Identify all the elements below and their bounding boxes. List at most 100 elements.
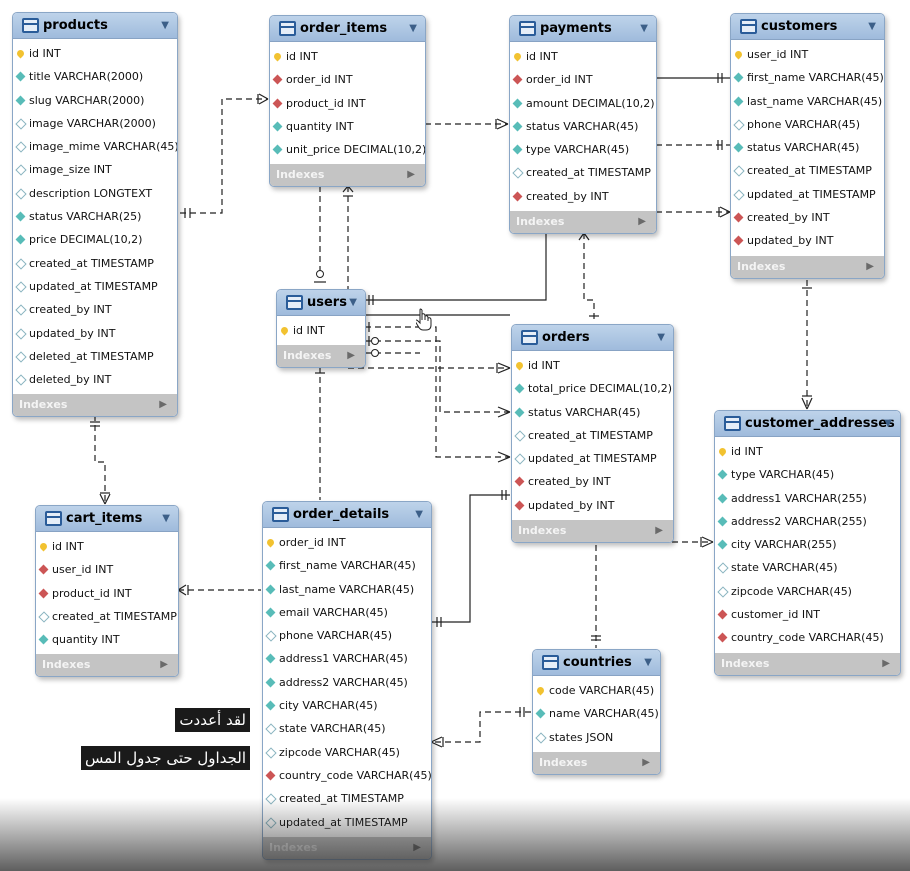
column-row[interactable]: address1 VARCHAR(255) [715, 487, 900, 510]
table-header[interactable]: products▼ [13, 13, 177, 39]
table-header[interactable]: order_details▼ [263, 502, 431, 528]
column-row[interactable]: deleted_by INT [13, 368, 177, 391]
column-row[interactable]: created_at TIMESTAMP [36, 605, 178, 628]
expand-arrow-icon[interactable]: ▶ [159, 399, 167, 411]
column-row[interactable]: updated_by INT [512, 494, 673, 517]
collapse-arrow-icon[interactable]: ▼ [161, 20, 169, 31]
expand-arrow-icon[interactable]: ▶ [866, 260, 874, 272]
table-header[interactable]: customers▼ [731, 14, 884, 40]
column-row[interactable]: image VARCHAR(2000) [13, 112, 177, 135]
column-row[interactable]: zipcode VARCHAR(45) [715, 580, 900, 603]
column-row[interactable]: updated_by INT [731, 229, 884, 252]
indexes-section[interactable]: Indexes▶ [277, 345, 365, 368]
column-row[interactable]: unit_price DECIMAL(10,2) [270, 138, 425, 161]
table-header[interactable]: users▼ [277, 290, 365, 316]
column-row[interactable]: phone VARCHAR(45) [731, 113, 884, 136]
expand-arrow-icon[interactable]: ▶ [347, 350, 355, 362]
column-row[interactable]: country_code VARCHAR(45) [263, 764, 431, 787]
column-row[interactable]: slug VARCHAR(2000) [13, 89, 177, 112]
column-row[interactable]: city VARCHAR(45) [263, 694, 431, 717]
indexes-section[interactable]: Indexes▶ [731, 255, 884, 278]
expand-arrow-icon[interactable]: ▶ [407, 169, 415, 181]
column-row[interactable]: user_id INT [731, 43, 884, 66]
column-row[interactable]: updated_at TIMESTAMP [512, 447, 673, 470]
column-row[interactable]: order_id INT [263, 531, 431, 554]
collapse-arrow-icon[interactable]: ▼ [868, 21, 876, 32]
table-header[interactable]: cart_items▼ [36, 506, 178, 532]
collapse-arrow-icon[interactable]: ▼ [162, 513, 170, 524]
collapse-arrow-icon[interactable]: ▼ [640, 23, 648, 34]
collapse-arrow-icon[interactable]: ▼ [415, 509, 423, 520]
column-row[interactable]: created_by INT [510, 185, 656, 208]
column-row[interactable]: address2 VARCHAR(45) [263, 671, 431, 694]
column-row[interactable]: zipcode VARCHAR(45) [263, 741, 431, 764]
column-row[interactable]: product_id INT [270, 92, 425, 115]
column-row[interactable]: id INT [13, 42, 177, 65]
column-row[interactable]: amount DECIMAL(10,2) [510, 92, 656, 115]
expand-arrow-icon[interactable]: ▶ [882, 657, 890, 669]
expand-arrow-icon[interactable]: ▶ [160, 659, 168, 671]
column-row[interactable]: id INT [36, 535, 178, 558]
table-header[interactable]: countries▼ [533, 650, 660, 676]
column-row[interactable]: type VARCHAR(45) [715, 463, 900, 486]
column-row[interactable]: created_at TIMESTAMP [512, 424, 673, 447]
expand-arrow-icon[interactable]: ▶ [655, 525, 663, 537]
column-row[interactable]: created_at TIMESTAMP [731, 159, 884, 182]
column-row[interactable]: quantity INT [270, 115, 425, 138]
collapse-arrow-icon[interactable]: ▼ [657, 332, 665, 343]
column-row[interactable]: quantity INT [36, 628, 178, 651]
table-header[interactable]: customer_addresses▼ [715, 411, 900, 437]
column-row[interactable]: created_by INT [731, 206, 884, 229]
column-row[interactable]: status VARCHAR(45) [512, 401, 673, 424]
column-row[interactable]: updated_at TIMESTAMP [13, 275, 177, 298]
collapse-arrow-icon[interactable]: ▼ [349, 297, 357, 308]
column-row[interactable]: description LONGTEXT [13, 182, 177, 205]
expand-arrow-icon[interactable]: ▶ [638, 216, 646, 228]
column-row[interactable]: email VARCHAR(45) [263, 601, 431, 624]
column-row[interactable]: created_by INT [512, 470, 673, 493]
column-row[interactable]: country_code VARCHAR(45) [715, 626, 900, 649]
table-header[interactable]: orders▼ [512, 325, 673, 351]
column-row[interactable]: name VARCHAR(45) [533, 702, 660, 725]
indexes-section[interactable]: Indexes▶ [715, 652, 900, 675]
column-row[interactable]: phone VARCHAR(45) [263, 624, 431, 647]
column-row[interactable]: updated_by INT [13, 322, 177, 345]
column-row[interactable]: status VARCHAR(45) [510, 115, 656, 138]
column-row[interactable]: status VARCHAR(45) [731, 136, 884, 159]
column-row[interactable]: id INT [715, 440, 900, 463]
table-header[interactable]: payments▼ [510, 16, 656, 42]
indexes-section[interactable]: Indexes▶ [36, 654, 178, 677]
column-row[interactable]: state VARCHAR(45) [263, 717, 431, 740]
indexes-section[interactable]: Indexes▶ [512, 520, 673, 543]
column-row[interactable]: type VARCHAR(45) [510, 138, 656, 161]
indexes-section[interactable]: Indexes▶ [510, 211, 656, 234]
column-row[interactable]: address2 VARCHAR(255) [715, 510, 900, 533]
column-row[interactable]: image_mime VARCHAR(45) [13, 135, 177, 158]
table-header[interactable]: order_items▼ [270, 16, 425, 42]
column-row[interactable]: product_id INT [36, 582, 178, 605]
column-row[interactable]: state VARCHAR(45) [715, 556, 900, 579]
column-row[interactable]: price DECIMAL(10,2) [13, 228, 177, 251]
column-row[interactable]: id INT [277, 319, 365, 342]
column-row[interactable]: order_id INT [510, 68, 656, 91]
collapse-arrow-icon[interactable]: ▼ [884, 418, 892, 429]
table-countries[interactable]: countries▼code VARCHAR(45)name VARCHAR(4… [532, 649, 661, 775]
column-row[interactable]: customer_id INT [715, 603, 900, 626]
collapse-arrow-icon[interactable]: ▼ [644, 657, 652, 668]
column-row[interactable]: created_by INT [13, 298, 177, 321]
column-row[interactable]: created_at TIMESTAMP [510, 161, 656, 184]
column-row[interactable]: created_at TIMESTAMP [13, 252, 177, 275]
column-row[interactable]: id INT [512, 354, 673, 377]
column-row[interactable]: address1 VARCHAR(45) [263, 647, 431, 670]
column-row[interactable]: user_id INT [36, 558, 178, 581]
column-row[interactable]: states JSON [533, 726, 660, 749]
column-row[interactable]: last_name VARCHAR(45) [731, 90, 884, 113]
column-row[interactable]: city VARCHAR(255) [715, 533, 900, 556]
